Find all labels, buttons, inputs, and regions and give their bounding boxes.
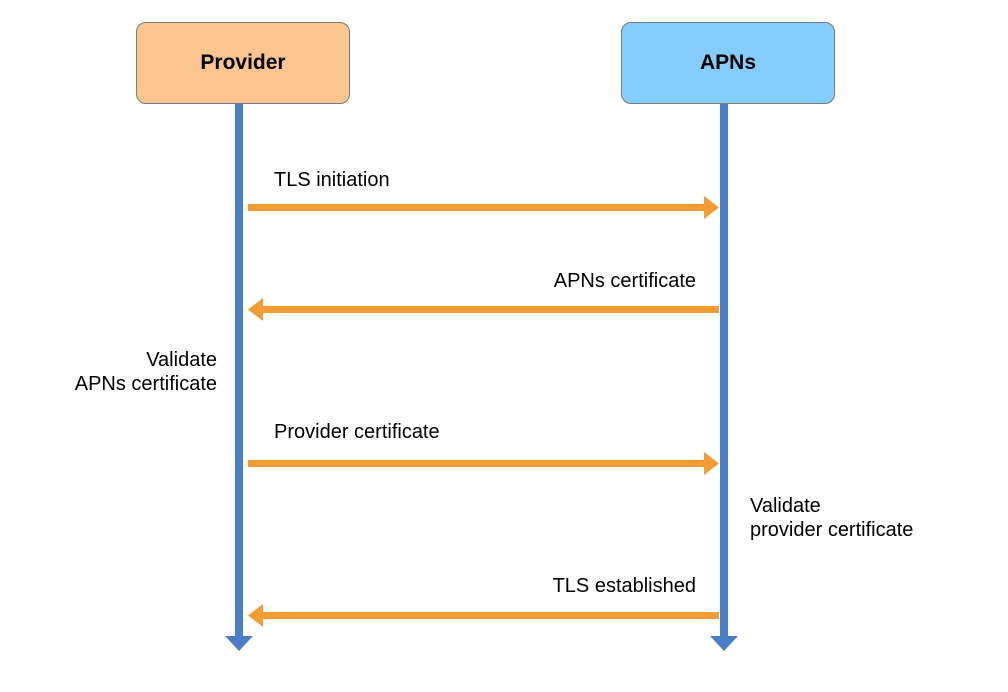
message-arrow-apns-certificate	[248, 298, 719, 321]
provider-participant-box: Provider	[136, 22, 350, 104]
apns-lifeline-bar	[720, 104, 728, 636]
message-label: APNs certificate	[553, 270, 696, 292]
message-label: TLS initiation	[274, 169, 390, 191]
apns-label: APNs	[699, 51, 757, 74]
apns-validate-note: Validate provider certificate	[750, 495, 914, 541]
apns-lifeline	[710, 104, 738, 651]
provider-lifeline-arrowhead	[225, 636, 253, 651]
message-arrow-tls-initiation	[248, 196, 719, 219]
message-arrow-tls-established	[248, 604, 719, 627]
apns-participant-box: APNs	[621, 22, 835, 104]
provider-validate-note: Validate APNs certificate	[74, 349, 217, 395]
apns-lifeline-arrowhead	[710, 636, 738, 651]
provider-label: Provider	[200, 51, 286, 74]
message-label: TLS established	[552, 575, 696, 597]
message-label: Provider certificate	[274, 421, 440, 443]
message-arrow-provider-certificate	[248, 452, 719, 475]
provider-lifeline-bar	[235, 104, 243, 636]
provider-lifeline	[225, 104, 253, 651]
